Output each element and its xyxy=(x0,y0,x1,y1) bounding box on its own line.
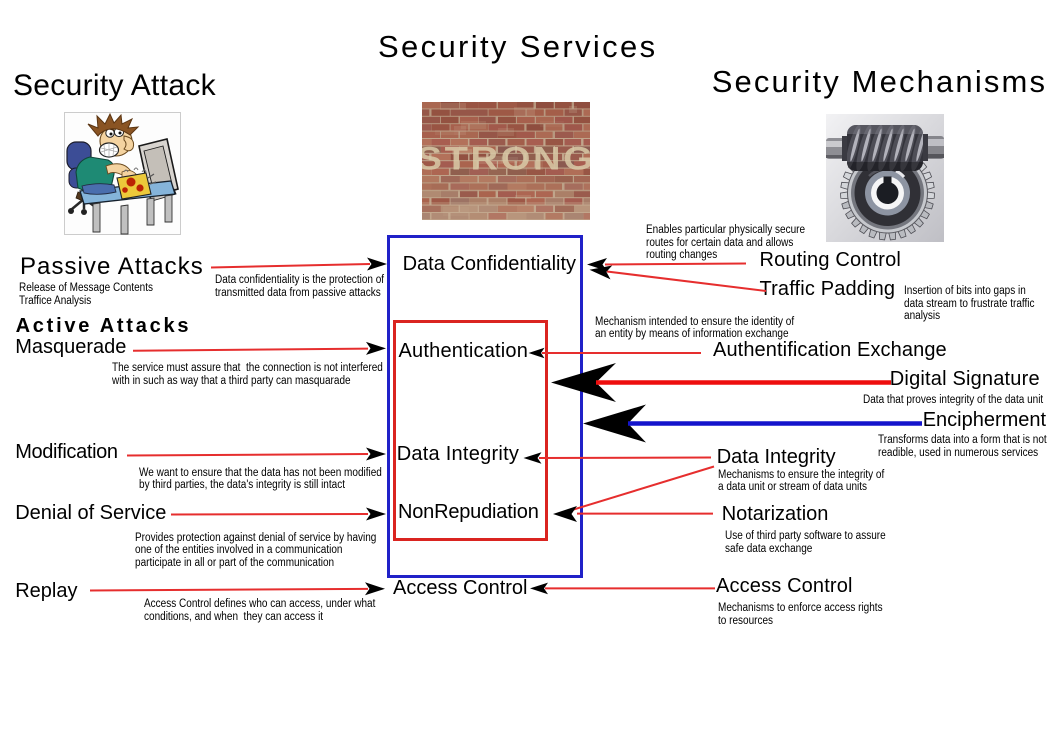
svg-text:STRONG: STRONG xyxy=(422,141,590,177)
